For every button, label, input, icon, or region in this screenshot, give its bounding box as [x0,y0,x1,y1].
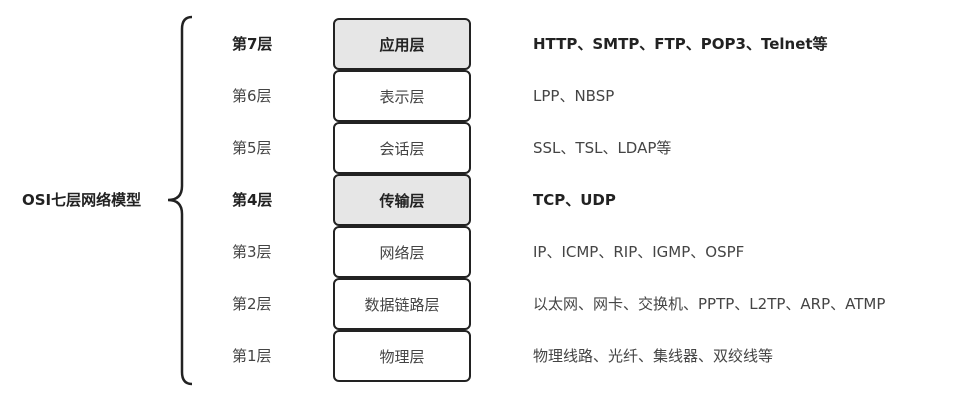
layer-row: 第2层 数据链路层 以太网、网卡、交换机、PPTP、L2TP、ARP、ATMP [0,278,964,330]
layer-protocols: LPP、NBSP [533,87,615,105]
layer-number: 第7层 [232,35,273,53]
diagram-title: OSI七层网络模型 [22,191,142,209]
layer-box: 表示层 [333,70,471,122]
layer-protocols: IP、ICMP、RIP、IGMP、OSPF [533,243,745,261]
layer-protocols: 物理线路、光纤、集线器、双绞线等 [533,347,774,365]
layer-box: 传输层 [333,174,471,226]
layer-row: 第5层 会话层 SSL、TSL、LDAP等 [0,122,964,174]
layer-number: 第1层 [232,347,272,365]
layer-protocols: 以太网、网卡、交换机、PPTP、L2TP、ARP、ATMP [533,295,886,313]
layer-box: 会话层 [333,122,471,174]
layer-row: 第1层 物理层 物理线路、光纤、集线器、双绞线等 [0,330,964,382]
layer-protocols: SSL、TSL、LDAP等 [533,139,672,157]
layer-protocols: HTTP、SMTP、FTP、POP3、Telnet等 [533,35,828,53]
layer-row: 第6层 表示层 LPP、NBSP [0,70,964,122]
layer-number: 第2层 [232,295,272,313]
layer-number: 第6层 [232,87,272,105]
layer-box: 物理层 [333,330,471,382]
layer-box: 网络层 [333,226,471,278]
layer-box: 应用层 [333,18,471,70]
layer-row: 第7层 应用层 HTTP、SMTP、FTP、POP3、Telnet等 [0,18,964,70]
layer-number: 第3层 [232,243,272,261]
layer-protocols: TCP、UDP [533,191,616,209]
layer-number: 第4层 [232,191,273,209]
curly-brace-icon [167,15,193,386]
layer-box: 数据链路层 [333,278,471,330]
layer-row: 第4层 传输层 TCP、UDP [0,174,964,226]
layer-number: 第5层 [232,139,272,157]
layer-row: 第3层 网络层 IP、ICMP、RIP、IGMP、OSPF [0,226,964,278]
